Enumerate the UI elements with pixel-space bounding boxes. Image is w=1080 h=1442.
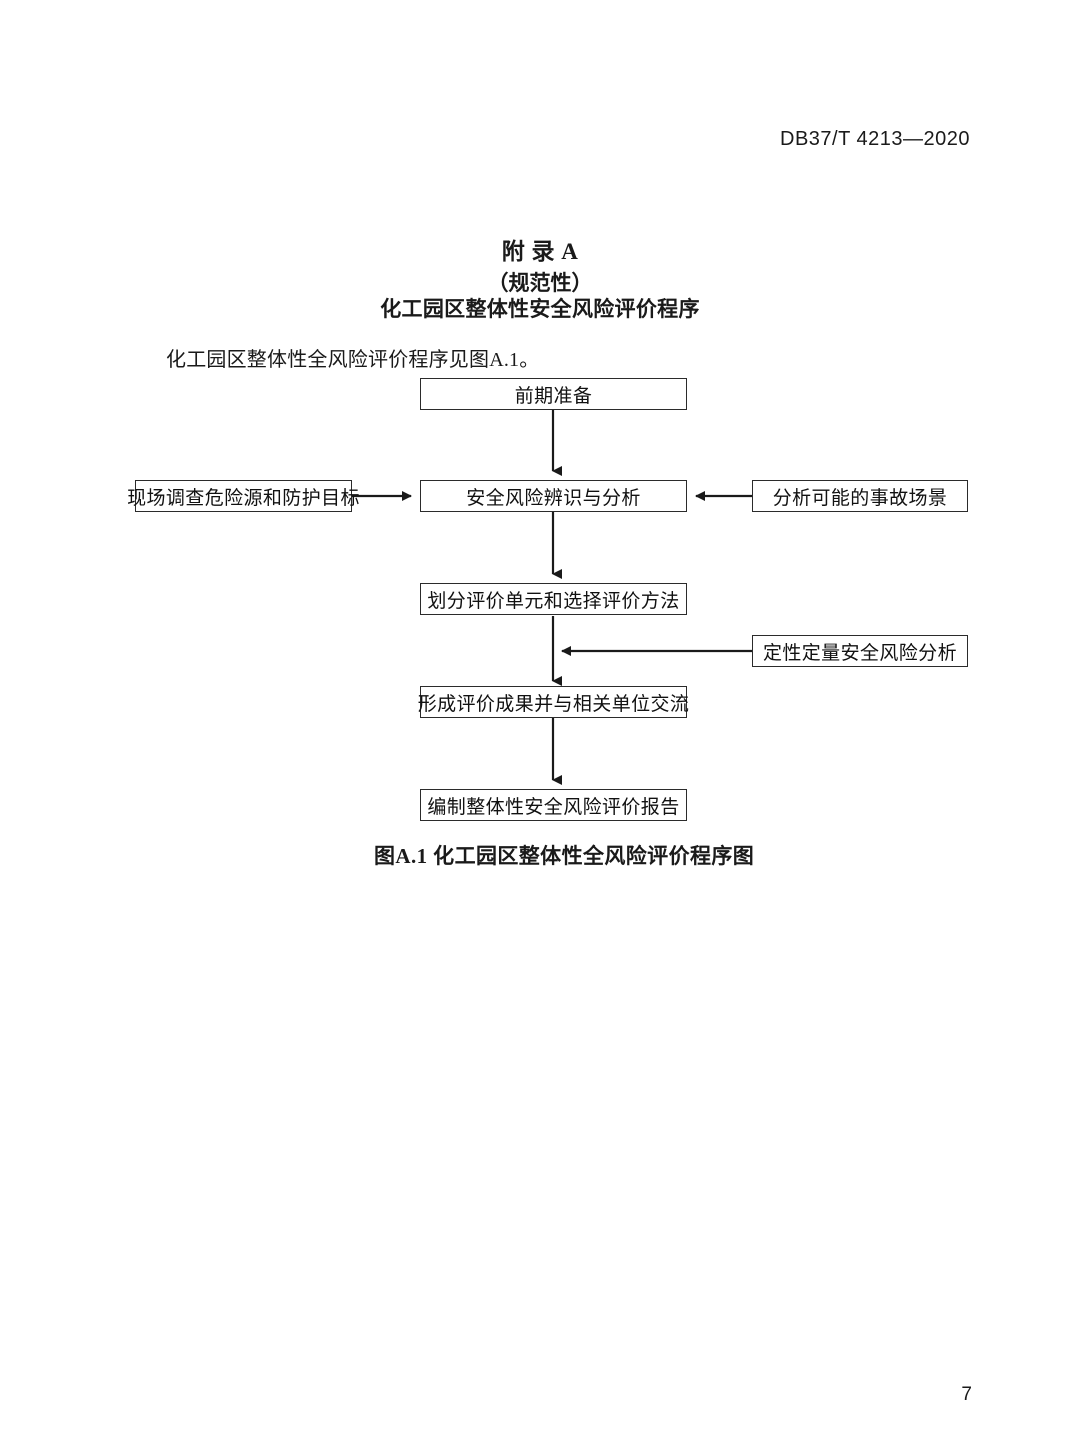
page-number: 7 xyxy=(961,1384,972,1405)
flow-node-preparation[interactable]: 前期准备 xyxy=(420,378,687,410)
annex-subject-heading: 化工园区整体性安全风险评价程序 xyxy=(380,297,700,321)
flowchart-figure: 前期准备 现场调查危险源和防护目标 安全风险辨识与分析 分析可能的事故场景 划分… xyxy=(127,378,968,821)
flowchart-connectors xyxy=(352,410,752,785)
flow-node-label: 形成评价成果并与相关单位交流 xyxy=(417,693,690,715)
flow-node-label: 现场调查危险源和防护目标 xyxy=(127,487,360,509)
flow-node-risk-identification[interactable]: 安全风险辨识与分析 xyxy=(420,480,687,512)
flow-node-unit-division-method[interactable]: 划分评价单元和选择评价方法 xyxy=(420,583,687,615)
figure-caption: 图A.1 化工园区整体性全风险评价程序图 xyxy=(374,844,755,868)
flow-node-accident-scenarios[interactable]: 分析可能的事故场景 xyxy=(752,480,968,512)
flow-node-qualitative-quantitative-analysis[interactable]: 定性定量安全风险分析 xyxy=(752,635,968,667)
flow-node-label: 前期准备 xyxy=(514,385,593,407)
flow-node-label: 划分评价单元和选择评价方法 xyxy=(427,590,680,612)
flow-node-label: 安全风险辨识与分析 xyxy=(466,487,641,509)
flow-node-site-survey[interactable]: 现场调查危险源和防护目标 xyxy=(127,480,360,512)
annex-kind-label: （规范性） xyxy=(487,271,593,295)
annex-title: 附 录 A xyxy=(501,239,579,264)
flow-node-results-communication[interactable]: 形成评价成果并与相关单位交流 xyxy=(417,686,690,718)
intro-paragraph: 化工园区整体性全风险评价程序见图A.1。 xyxy=(166,349,540,371)
running-header-standard-code: DB37/T 4213—2020 xyxy=(780,128,970,150)
flow-node-report-compilation[interactable]: 编制整体性安全风险评价报告 xyxy=(420,789,687,821)
flow-node-label: 编制整体性安全风险评价报告 xyxy=(427,796,680,818)
flow-node-label: 分析可能的事故场景 xyxy=(772,487,948,509)
flow-node-label: 定性定量安全风险分析 xyxy=(762,642,957,664)
